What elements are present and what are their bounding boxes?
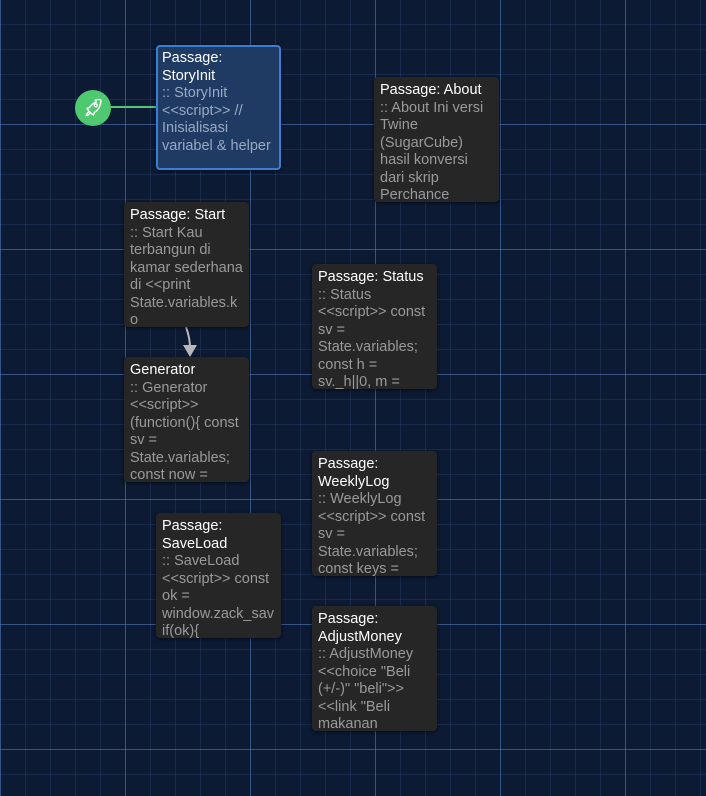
passage-excerpt: :: Generator <<script>> (function(){ con… xyxy=(130,379,239,483)
passage-excerpt: :: Start Kau terbangun di kamar sederhan… xyxy=(130,224,243,328)
passage-title: Generator xyxy=(130,362,196,378)
passage-title: Passage: StoryInit xyxy=(162,50,223,84)
passage-excerpt: :: About Ini versi Twine (SugarCube) has… xyxy=(380,99,484,203)
passage-title: Passage: About xyxy=(380,82,482,98)
passage-card-about[interactable]: Passage: About :: About Ini versi Twine … xyxy=(374,77,499,202)
passage-title: Passage: Start xyxy=(130,207,226,223)
passage-card-status[interactable]: Passage: Status :: Status <<script>> con… xyxy=(312,264,437,389)
passage-card-start[interactable]: Passage: Start :: Start Kau terbangun di… xyxy=(124,202,249,327)
passage-excerpt: :: WeeklyLog <<script>> const sv = State… xyxy=(318,491,426,576)
rocket-icon xyxy=(85,98,102,117)
passage-title: Passage: SaveLoad xyxy=(162,518,228,552)
passage-card-adjustmoney[interactable]: Passage: AdjustMoney :: AdjustMoney <<ch… xyxy=(312,606,437,731)
passage-card-generator[interactable]: Generator :: Generator <<script>> (funct… xyxy=(124,357,249,482)
passage-title: Passage: Status xyxy=(318,269,424,285)
passage-title: Passage: AdjustMoney xyxy=(318,611,402,645)
passage-card-storyinit[interactable]: Passage: StoryInit :: StoryInit <<script… xyxy=(156,45,281,170)
passage-excerpt: :: StoryInit <<script>> // Inisialisasi … xyxy=(162,85,271,154)
start-to-generator-arrow xyxy=(185,326,191,349)
passage-excerpt: :: SaveLoad <<script>> const ok = window… xyxy=(162,553,275,638)
passage-card-saveload[interactable]: Passage: SaveLoad :: SaveLoad <<script>>… xyxy=(156,513,281,638)
passage-excerpt: :: AdjustMoney <<choice "Beli (+/-)" "be… xyxy=(318,646,414,731)
start-to-generator-arrowhead xyxy=(183,345,197,357)
passage-card-weeklylog[interactable]: Passage: WeeklyLog :: WeeklyLog <<script… xyxy=(312,451,437,576)
start-passage-badge[interactable] xyxy=(75,90,111,126)
passage-excerpt: :: Status <<script>> const sv = State.va… xyxy=(318,286,426,390)
passage-title: Passage: WeeklyLog xyxy=(318,456,390,490)
